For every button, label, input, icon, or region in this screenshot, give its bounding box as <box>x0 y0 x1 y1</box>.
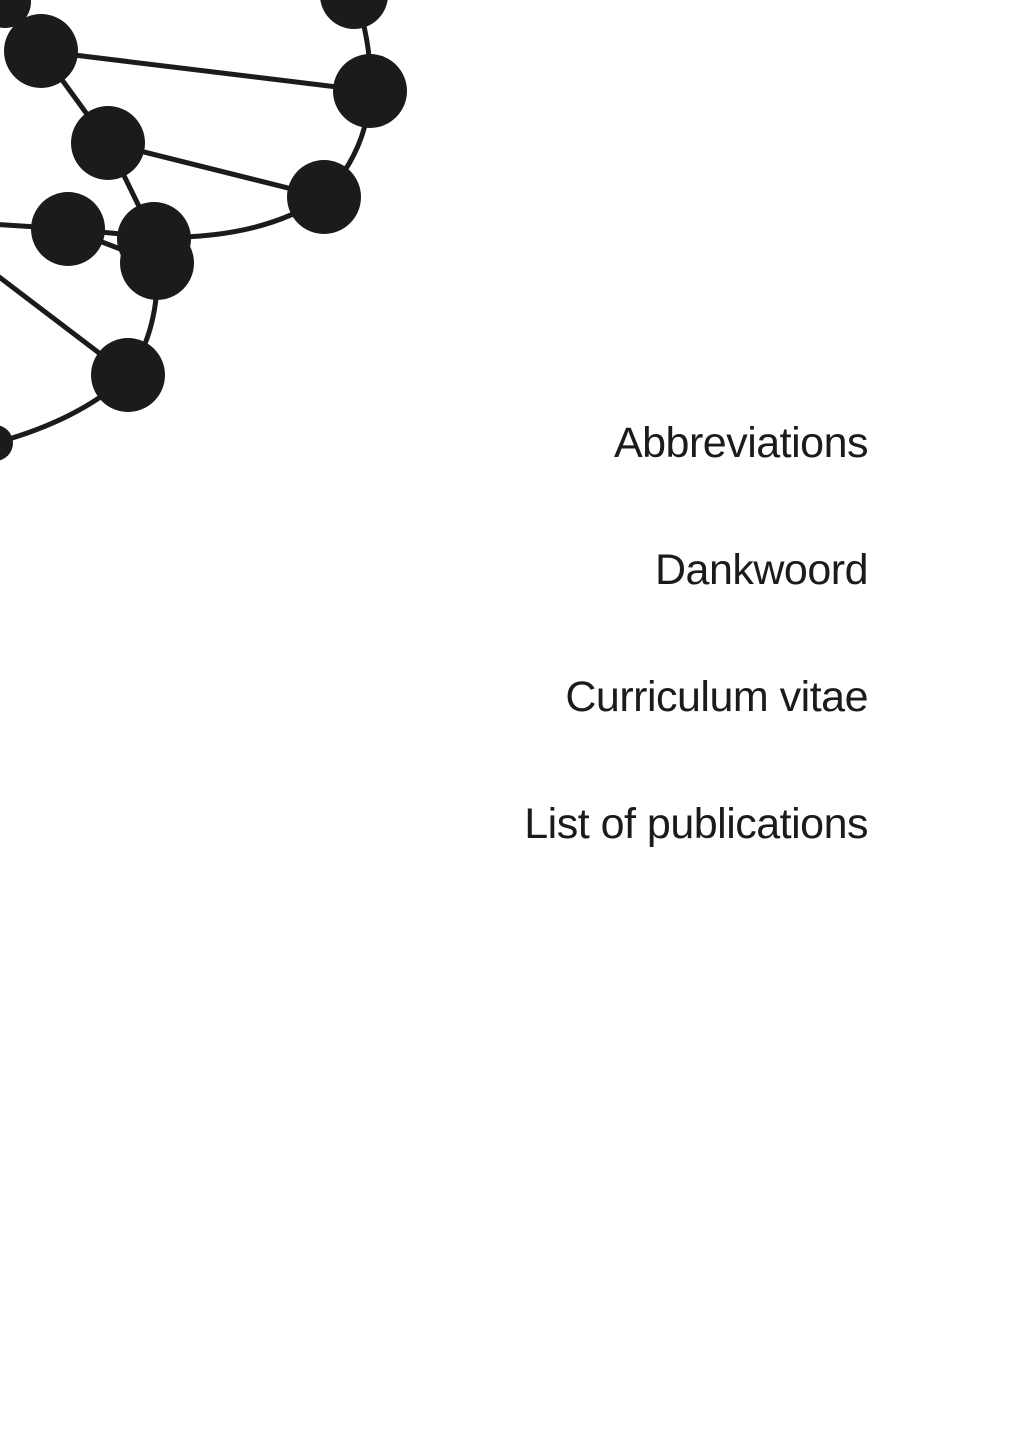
section-list-of-publications: List of publications <box>524 800 868 848</box>
molecule-node <box>71 106 145 180</box>
molecule-node <box>0 0 31 28</box>
molecule-node <box>320 0 388 29</box>
molecule-graphic <box>0 0 407 461</box>
molecule-node <box>0 425 13 461</box>
section-list: Abbreviations Dankwoord Curriculum vitae… <box>524 412 868 920</box>
molecule-node <box>31 192 105 266</box>
molecule-node <box>4 14 78 88</box>
section-abbreviations: Abbreviations <box>613 419 869 467</box>
molecule-node <box>333 54 407 128</box>
section-dankwoord: Dankwoord <box>655 546 868 594</box>
molecule-node <box>287 160 361 234</box>
molecule-node <box>120 226 194 300</box>
section-curriculum-vitae: Curriculum vitae <box>565 673 868 721</box>
molecule-node <box>91 338 165 412</box>
